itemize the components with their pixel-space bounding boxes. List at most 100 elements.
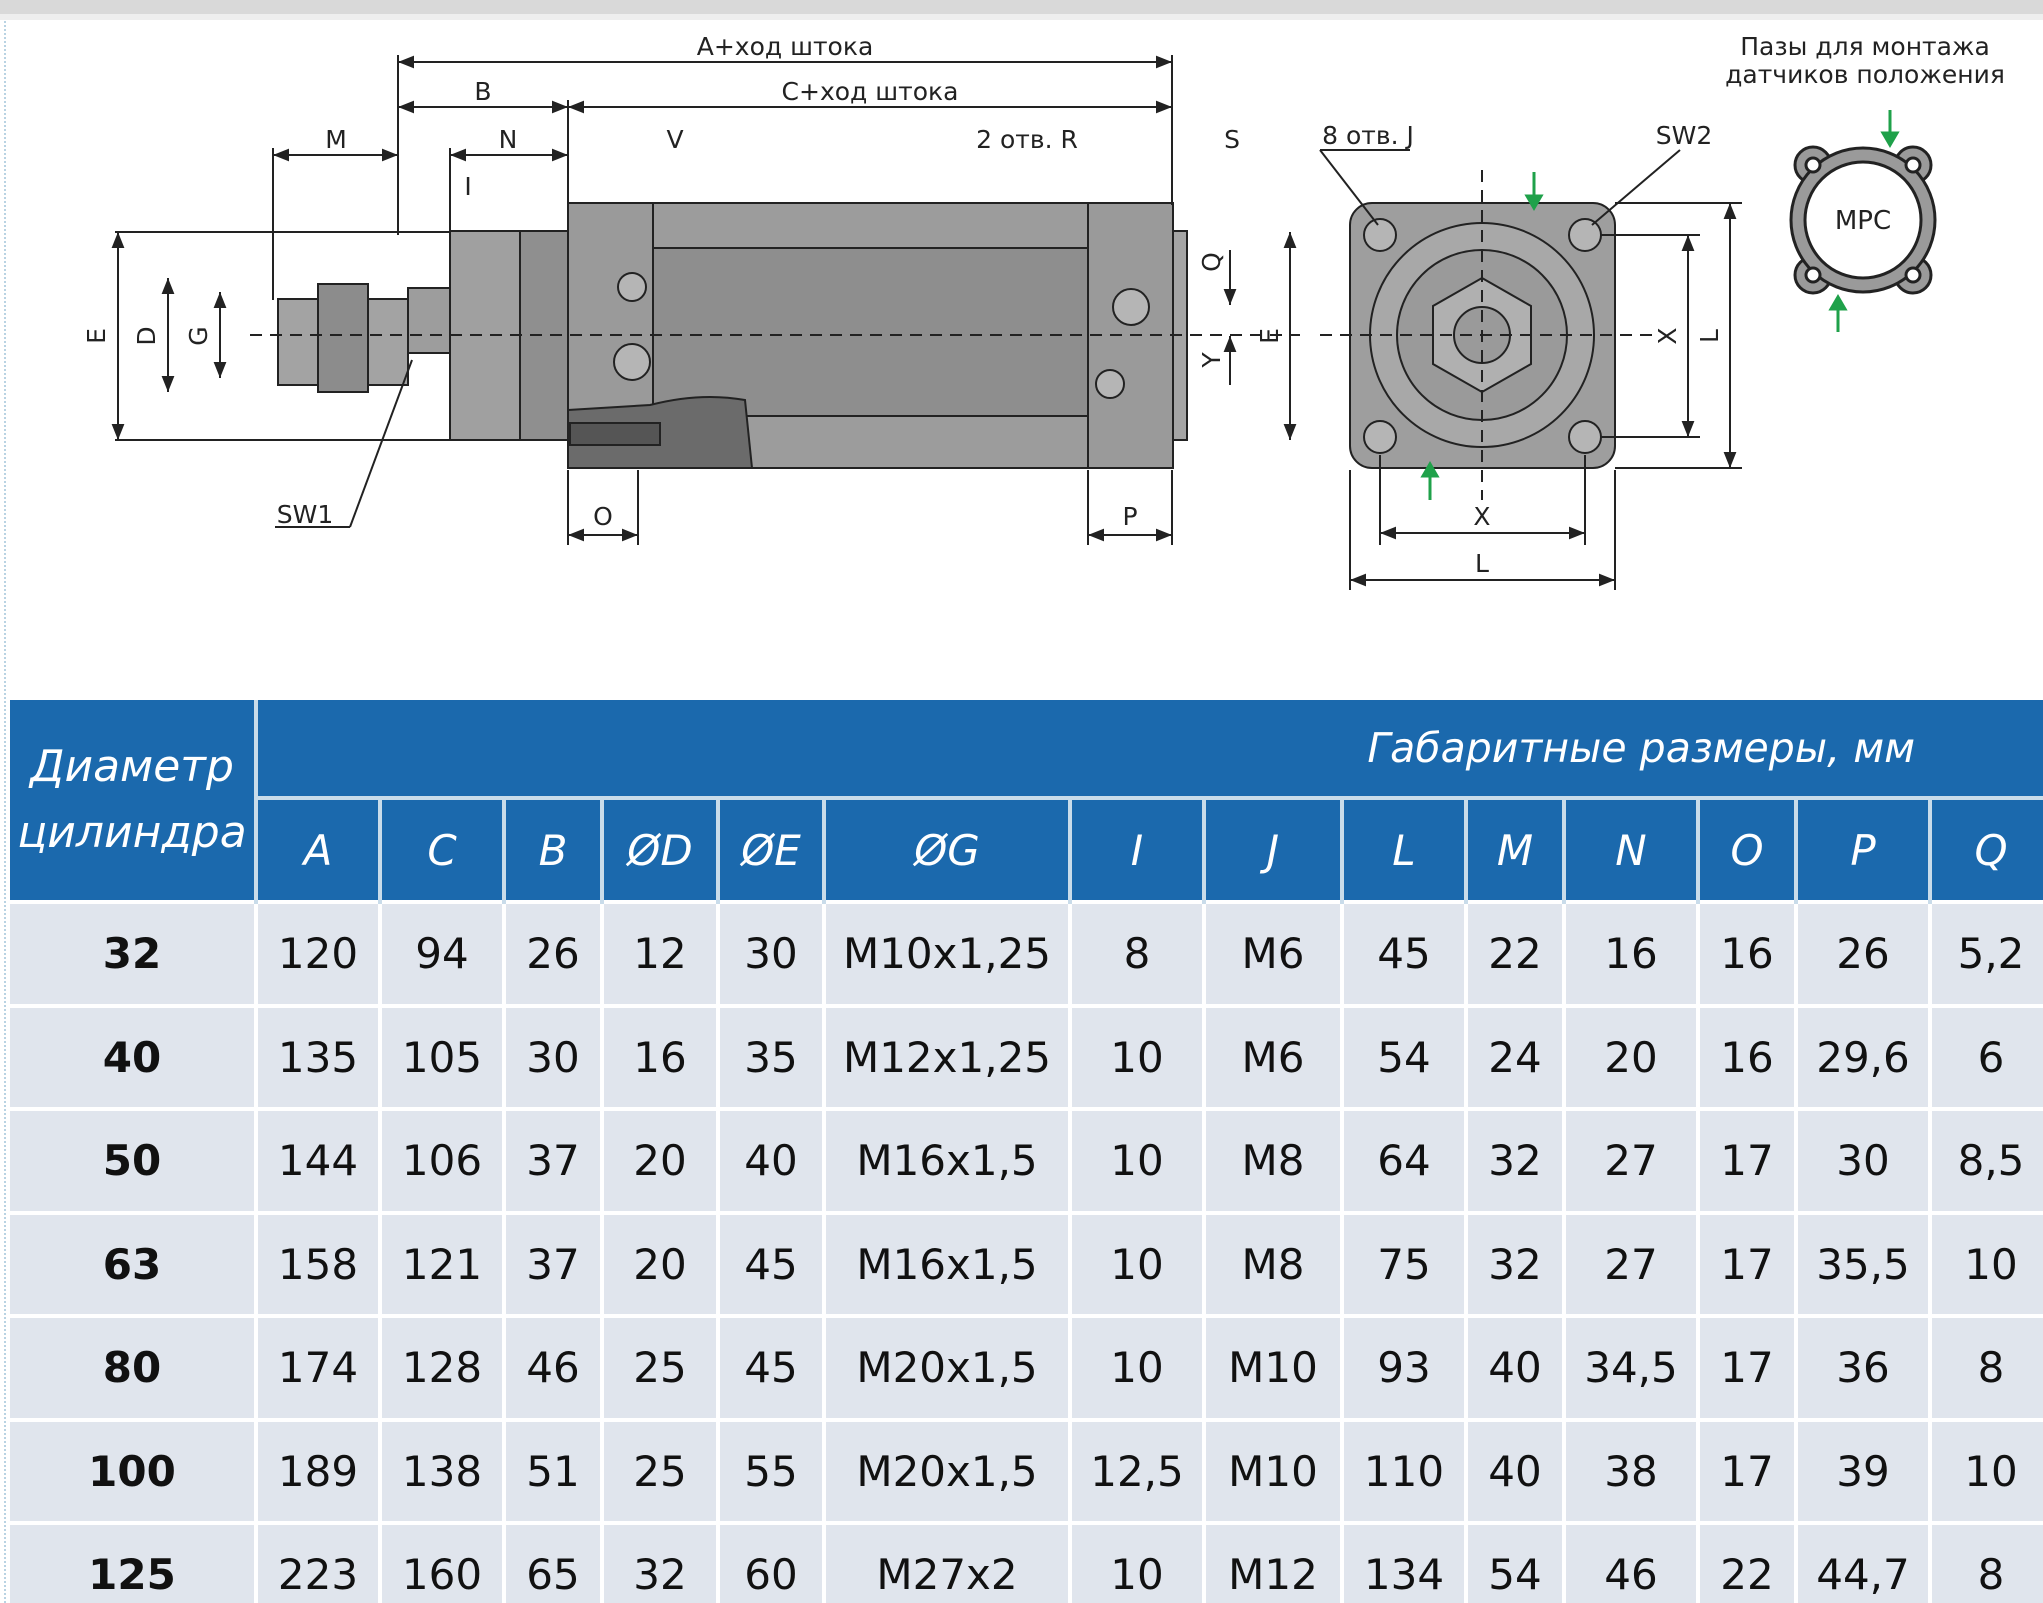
cylinder-diameter-cell: 80 xyxy=(10,1314,256,1420)
table-cell: 32 xyxy=(1464,1210,1564,1316)
table-cell: 44,7 xyxy=(1794,1521,1930,1603)
table-cell: 17 xyxy=(1696,1210,1796,1316)
cylinder-diameter-cell: 125 xyxy=(10,1521,256,1603)
slot-arrows xyxy=(1420,172,1544,500)
table-cell: 10 xyxy=(1068,1003,1204,1109)
table-cell: M16x1,5 xyxy=(822,1210,1070,1316)
table-cell: 17 xyxy=(1696,1417,1796,1523)
table-cell: 10 xyxy=(1068,1107,1204,1213)
end-x-label: X xyxy=(1473,502,1490,531)
end-l-side-label: L xyxy=(1695,329,1724,343)
table-cell: 16 xyxy=(600,1003,718,1109)
table-cell: 24 xyxy=(1464,1003,1564,1109)
table-cell: 158 xyxy=(254,1210,380,1316)
table-cell: M12 xyxy=(1202,1521,1342,1603)
table-cell: 10 xyxy=(1928,1417,2043,1523)
table-cell: 160 xyxy=(378,1521,504,1603)
table-cell: 106 xyxy=(378,1107,504,1213)
table-cell: M8 xyxy=(1202,1210,1342,1316)
dim-e-right-label: E xyxy=(1255,328,1284,344)
table-cell: M10x1,25 xyxy=(822,900,1070,1006)
top-shadow-fade xyxy=(0,14,2043,20)
sw1-label: SW1 xyxy=(277,500,334,529)
sw2-label: SW2 xyxy=(1656,121,1713,150)
table-cell: M16x1,5 xyxy=(822,1107,1070,1213)
dim-e-label: E xyxy=(82,328,111,344)
column-header: N xyxy=(1562,796,1698,902)
table-cell: 16 xyxy=(1562,900,1698,1006)
column-header: I xyxy=(1068,796,1204,902)
cylinder-diameter-cell: 63 xyxy=(10,1210,256,1316)
table-cell: 20 xyxy=(600,1107,718,1213)
column-header: Q xyxy=(1928,796,2043,902)
column-header: P xyxy=(1794,796,1930,902)
column-header: ØG xyxy=(822,796,1070,902)
table-cell: 29,6 xyxy=(1794,1003,1930,1109)
table-cell: 128 xyxy=(378,1314,504,1420)
table-cell: 189 xyxy=(254,1417,380,1523)
table-cell: 75 xyxy=(1340,1210,1466,1316)
end-dimension-lines xyxy=(1319,149,1742,590)
table-cell: 94 xyxy=(378,900,504,1006)
table-cell: 8,5 xyxy=(1928,1107,2043,1213)
mpc-badge: MPC xyxy=(1835,206,1891,236)
table-cell: 45 xyxy=(716,1210,824,1316)
column-header-row: ACBØDØEØGIJLMNOPQR xyxy=(10,796,2043,902)
group-header: Габаритные размеры, мм xyxy=(256,700,2043,798)
table-cell: M10 xyxy=(1202,1314,1342,1420)
dim-n-label: N xyxy=(499,125,518,154)
table-cell: 16 xyxy=(1696,1003,1796,1109)
table-cell: 25 xyxy=(600,1417,718,1523)
cylinder-diameter-cell: 50 xyxy=(10,1107,256,1213)
table-cell: 22 xyxy=(1696,1521,1796,1603)
dimensions-table: Диаметр цилиндра Габаритные размеры, мм … xyxy=(10,700,2043,1603)
column-header: L xyxy=(1340,796,1466,902)
table-cell: 10 xyxy=(1068,1210,1204,1316)
table-cell: 40 xyxy=(1464,1417,1564,1523)
table-cell: 27 xyxy=(1562,1107,1698,1213)
table-cell: 8 xyxy=(1928,1521,2043,1603)
table-cell: 30 xyxy=(1794,1107,1930,1213)
dim-m-label: M xyxy=(325,125,347,154)
table-cell: 105 xyxy=(378,1003,504,1109)
table-cell: 46 xyxy=(1562,1521,1698,1603)
end-l-label: L xyxy=(1475,549,1489,578)
table-cell: 36 xyxy=(1794,1314,1930,1420)
table-cell: 10 xyxy=(1068,1521,1204,1603)
table-cell: 30 xyxy=(716,900,824,1006)
column-header: A xyxy=(254,796,380,902)
table-cell: 32 xyxy=(600,1521,718,1603)
table-cell: 120 xyxy=(254,900,380,1006)
mpc-profile xyxy=(1789,145,1937,295)
table-cell: 51 xyxy=(502,1417,602,1523)
table-cell: 20 xyxy=(1562,1003,1698,1109)
dim-i-label: I xyxy=(464,172,471,201)
table-cell: 121 xyxy=(378,1210,504,1316)
table-cell: 40 xyxy=(1464,1314,1564,1420)
dim-q-label: Q xyxy=(1197,252,1226,272)
table-cell: 38 xyxy=(1562,1417,1698,1523)
table-cell: 16 xyxy=(1696,900,1796,1006)
table-cell: 27 xyxy=(1562,1210,1698,1316)
table-cell: 138 xyxy=(378,1417,504,1523)
table-cell: 65 xyxy=(502,1521,602,1603)
dim-c-label: С+ход штока xyxy=(782,77,959,106)
table-cell: M20x1,5 xyxy=(822,1417,1070,1523)
table-cell: 30 xyxy=(502,1003,602,1109)
left-border-dots xyxy=(4,0,6,1603)
table-cell: M6 xyxy=(1202,1003,1342,1109)
dim-s-label: S xyxy=(1224,125,1240,154)
table-cell: 144 xyxy=(254,1107,380,1213)
column-header: B xyxy=(502,796,602,902)
table-cell: 223 xyxy=(254,1521,380,1603)
table-cell: 54 xyxy=(1340,1003,1466,1109)
table-cell: 20 xyxy=(600,1210,718,1316)
holes-j-label: 8 отв. J xyxy=(1322,121,1414,150)
